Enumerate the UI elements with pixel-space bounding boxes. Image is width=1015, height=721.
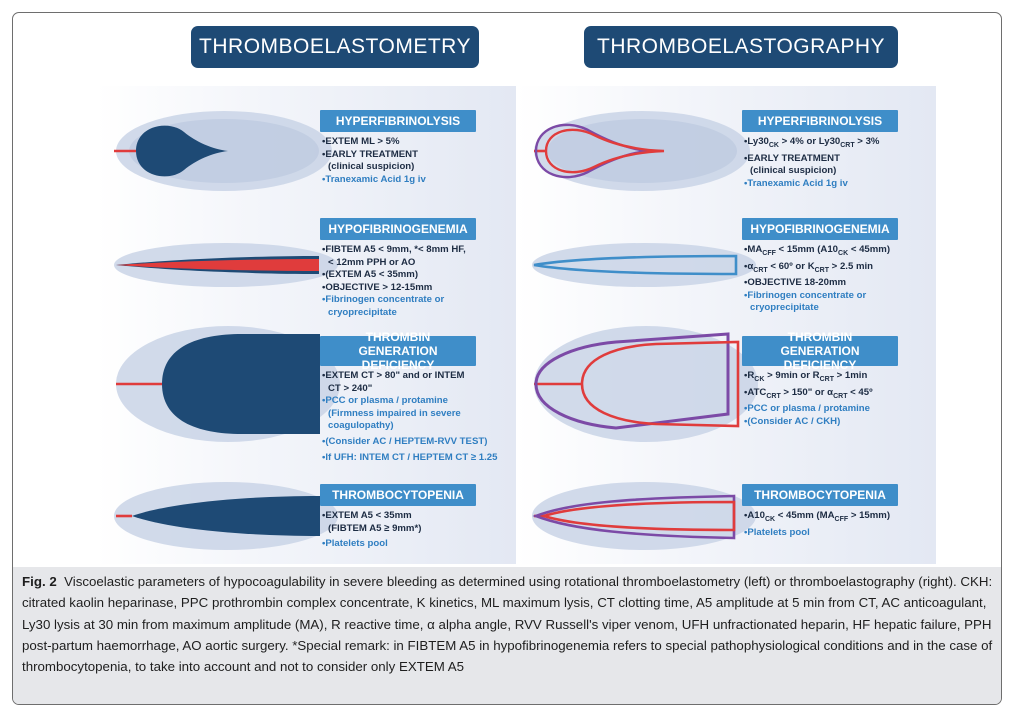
- trace-clot: [162, 334, 320, 434]
- text-line: •Ly30CK > 4% or Ly30CRT > 3%: [744, 136, 880, 149]
- left-header-hypofibrinogenemia: HYPOFIBRINOGENEMIA: [320, 218, 476, 240]
- text-line: (Firmness impaired in severe: [328, 407, 461, 419]
- left-title: THROMBOELASTOMETRY: [191, 26, 479, 68]
- text-line: •(Consider AC / CKH): [744, 415, 841, 427]
- right-header-hypofibrinogenemia: HYPOFIBRINOGENEMIA: [742, 218, 898, 240]
- right-text-hypofibrinogenemia: •MACFF < 15mm (A10CK < 45mm) •αCRT < 60º…: [744, 244, 890, 315]
- left-header-thrombin: THROMBIN GENERATION DEFICIENCY: [320, 330, 476, 372]
- caption-background: [13, 567, 1001, 704]
- right-text-thrombocytopenia: •A10CK < 45mm (MACFF > 15mm) •Platelets …: [744, 510, 890, 539]
- trace-red: [539, 500, 736, 532]
- text-line: (clinical suspicion): [328, 161, 415, 173]
- text-line: •(Consider AC / HEPTEM-RVV TEST): [322, 435, 488, 447]
- text-line: •OBJECTIVE 18-20mm: [744, 277, 846, 288]
- left-text-thrombin: •EXTEM CT > 80" and or INTEM CT > 240" •…: [322, 370, 497, 464]
- left-hypofibrinogenemia-trace: [114, 243, 338, 287]
- trace-red: [544, 128, 665, 174]
- text-line: CT > 240": [328, 382, 373, 394]
- trace-purple: [534, 332, 730, 430]
- right-text-thrombin: •RCK > 9min or RCRT > 1min •ATCCRT > 150…: [744, 370, 873, 428]
- right-hyperfibrinolysis-trace: [534, 111, 750, 191]
- text-line: •Tranexamic Acid 1g iv: [744, 177, 848, 189]
- right-thrombocytopenia-trace: [532, 482, 756, 550]
- right-thrombin-trace: [534, 326, 758, 442]
- text-line: •Tranexamic Acid 1g iv: [322, 173, 426, 185]
- text-line: •EXTEM A5 < 35mm: [322, 510, 412, 521]
- text-line: •OBJECTIVE > 12-15mm: [322, 281, 433, 293]
- right-header-hyperfibrinolysis: HYPERFIBRINOLYSIS: [742, 110, 898, 132]
- trace-halo: [534, 326, 758, 442]
- text-line: (FIBTEM A5 ≥ 9mm*): [328, 522, 422, 534]
- trace-clot: [132, 496, 320, 536]
- left-text-hyperfibrinolysis: •EXTEM ML > 5% •EARLY TREATMENT (clinica…: [322, 136, 426, 186]
- text-line: •A10CK < 45mm (MACFF > 15mm): [744, 510, 891, 523]
- left-text-thrombocytopenia: •EXTEM A5 < 35mm (FIBTEM A5 ≥ 9mm*) •Pla…: [322, 510, 421, 551]
- caption-label: Fig. 2: [22, 574, 57, 589]
- text-line: •EXTEM ML > 5%: [322, 136, 400, 147]
- text-line: (clinical suspicion): [750, 165, 837, 177]
- text-line: •Fibrinogen concentrate or: [744, 289, 867, 301]
- text-line: cryoprecipitate: [750, 302, 819, 314]
- text-line: •αCRT < 60º or KCRT > 2.5 min: [744, 260, 874, 274]
- text-line: •FIBTEM A5 < 9mm, *< 8mm HF,: [322, 244, 466, 255]
- left-thrombocytopenia-trace: [114, 482, 338, 550]
- trace-clot: [136, 125, 228, 177]
- text-line: •RCK > 9min or RCRT > 1min: [744, 370, 868, 383]
- left-text-hypofibrinogenemia: •FIBTEM A5 < 9mm, *< 8mm HF, < 12mm PPH …: [322, 244, 466, 320]
- text-line: cryoprecipitate: [328, 306, 397, 318]
- text-line: •ATCCRT > 150" or αCRT < 45º: [744, 386, 873, 400]
- right-text-hyperfibrinolysis: •Ly30CK > 4% or Ly30CRT > 3% •EARLY TREA…: [744, 136, 879, 190]
- caption-text: Viscoelastic parameters of hypocoagulabi…: [22, 574, 993, 675]
- text-line: •EARLY TREATMENT: [744, 152, 840, 164]
- trace-red-band: [116, 259, 319, 271]
- text-line: •EARLY TREATMENT: [322, 148, 418, 160]
- left-thrombin-trace: [116, 326, 340, 442]
- text-line: •PCC or plasma / protamine: [322, 395, 448, 407]
- text-line: •If UFH: INTEM CT / HEPTEM CT ≥ 1.25: [322, 451, 498, 463]
- trace-red: [580, 340, 740, 428]
- right-hypofibrinogenemia-trace: [532, 243, 756, 287]
- text-line: < 12mm PPH or AO: [328, 256, 416, 268]
- trace-blue: [533, 254, 738, 276]
- text-line: •Platelets pool: [744, 526, 810, 538]
- right-header-thrombin: THROMBIN GENERATION DEFICIENCY: [742, 330, 898, 372]
- left-hyperfibrinolysis-trace: [114, 111, 332, 191]
- right-header-thrombocytopenia: THROMBOCYTOPENIA: [742, 484, 898, 506]
- text-line: •EXTEM CT > 80" and or INTEM: [322, 370, 465, 381]
- text-line: coagulopathy): [328, 420, 394, 432]
- figure-caption: Fig. 2 Viscoelastic parameters of hypoco…: [22, 571, 994, 677]
- text-line: •(EXTEM A5 < 35mm): [322, 269, 419, 281]
- text-line: •Fibrinogen concentrate or: [322, 294, 445, 306]
- trace-halo: [532, 243, 756, 287]
- text-line: •PCC or plasma / protamine: [744, 403, 870, 414]
- text-line: •MACFF < 15mm (A10CK < 45mm): [744, 244, 891, 257]
- text-line: •Platelets pool: [322, 538, 388, 550]
- right-title: THROMBOELASTOGRAPHY: [584, 26, 898, 68]
- left-header-thrombocytopenia: THROMBOCYTOPENIA: [320, 484, 476, 506]
- left-header-hyperfibrinolysis: HYPERFIBRINOLYSIS: [320, 110, 476, 132]
- trace-halo: [532, 482, 756, 550]
- figure-panel: THROMBOELASTOMETRY THROMBOELASTOGRAPHY: [16, 18, 998, 564]
